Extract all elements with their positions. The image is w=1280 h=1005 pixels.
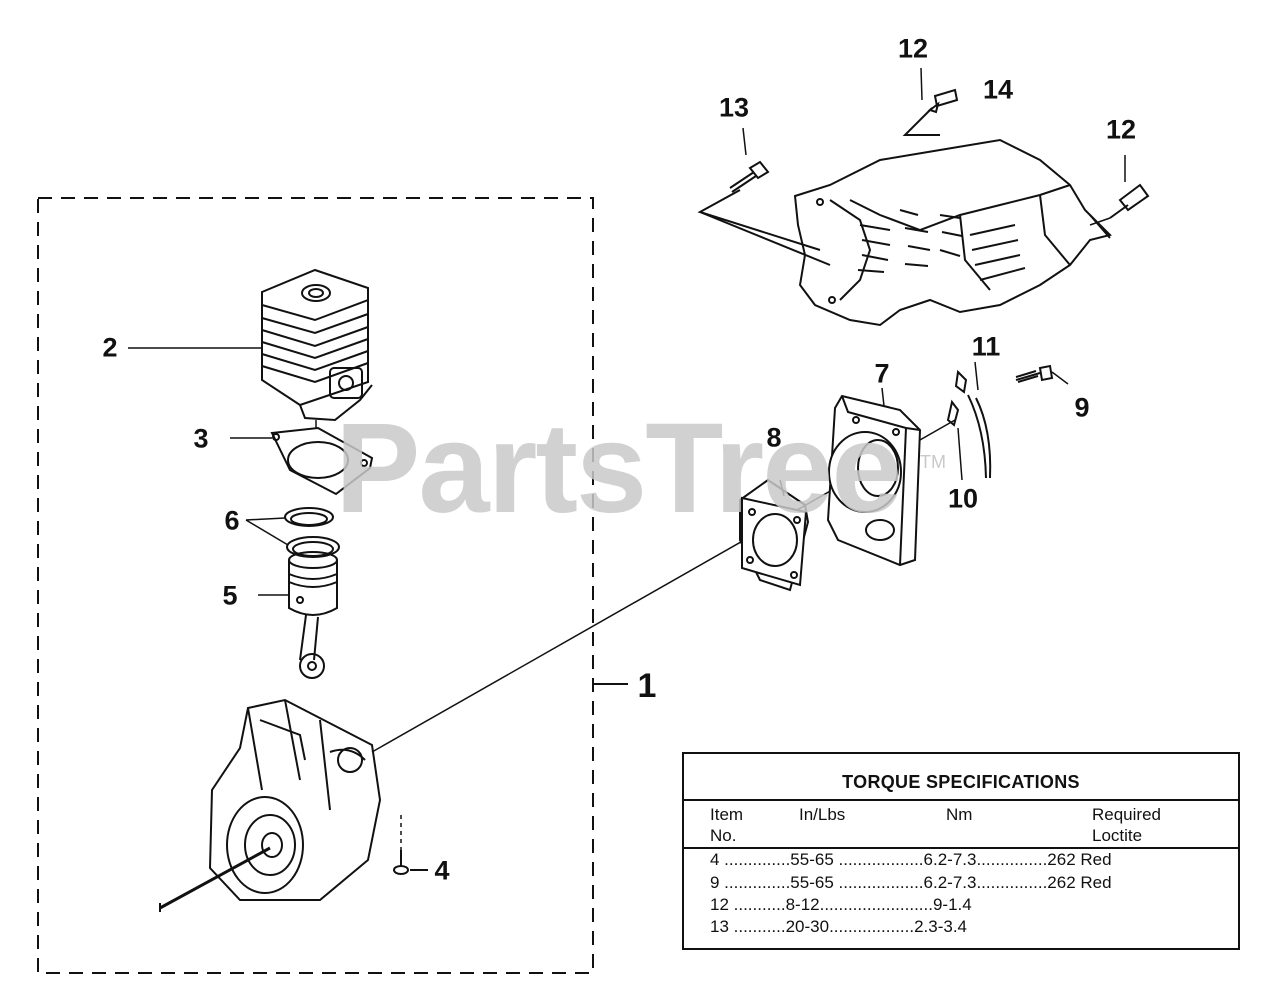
callout-8: 8 bbox=[766, 422, 782, 453]
header-item-no: Item No. bbox=[710, 805, 744, 845]
gasket-part-3 bbox=[270, 426, 374, 496]
callout-1: 1 bbox=[637, 667, 657, 705]
callout-10: 10 bbox=[947, 483, 979, 514]
torque-table-rule bbox=[684, 799, 1238, 801]
screw-part-4 bbox=[393, 815, 428, 875]
leader-6a bbox=[245, 517, 286, 521]
callout-12-top: 12 bbox=[897, 33, 929, 64]
screw-part-9 bbox=[1015, 364, 1069, 385]
callout-4: 4 bbox=[434, 855, 450, 886]
callout-5: 5 bbox=[222, 580, 238, 611]
piston-rings-part-6 bbox=[284, 507, 340, 558]
muffler-part-7 bbox=[826, 387, 922, 567]
callout-2: 2 bbox=[102, 332, 118, 363]
callout-3: 3 bbox=[193, 423, 209, 454]
torque-row: 13 ...........20-30..................2.3… bbox=[710, 917, 968, 936]
header-nm: Nm bbox=[946, 805, 973, 824]
callout-7: 7 bbox=[874, 358, 890, 389]
spark-arrestor-part-10-11 bbox=[946, 361, 992, 481]
callout-13: 13 bbox=[718, 92, 750, 123]
torque-specifications-table: TORQUE SPECIFICATIONS Item No. In/Lbs Nm… bbox=[682, 752, 1240, 950]
screw-part-13 bbox=[697, 127, 831, 266]
torque-row: 9 ..............55-65 ..................… bbox=[710, 873, 1112, 892]
torque-table-rule-2 bbox=[684, 847, 1238, 849]
header-required-loctite: Required Loctite bbox=[1092, 805, 1161, 845]
assembly-1-dashed-box bbox=[37, 197, 594, 974]
callout-6: 6 bbox=[224, 505, 240, 536]
crankcase bbox=[159, 698, 382, 912]
piston-part-5 bbox=[288, 551, 338, 679]
cylinder-shroud-part-14 bbox=[793, 138, 1112, 327]
torque-row: 12 ...........8-12......................… bbox=[710, 895, 972, 914]
watermark-text: PartsTree bbox=[335, 397, 902, 540]
cylinder-part-2 bbox=[261, 268, 373, 422]
callout-11: 11 bbox=[971, 331, 1001, 362]
callout-14: 14 bbox=[982, 74, 1014, 105]
leader-6b bbox=[245, 519, 289, 546]
watermark-trademark: TM bbox=[920, 452, 946, 472]
torque-row: 4 ..............55-65 ..................… bbox=[710, 850, 1112, 869]
callout-12-right: 12 bbox=[1105, 114, 1137, 145]
screw-part-12-top bbox=[902, 67, 959, 136]
callout-9: 9 bbox=[1074, 392, 1090, 423]
muffler-gasket-part-8 bbox=[739, 478, 810, 592]
screw-part-12-right bbox=[1089, 155, 1150, 226]
torque-table-title: TORQUE SPECIFICATIONS bbox=[842, 772, 1080, 792]
header-in-lbs: In/Lbs bbox=[799, 805, 846, 824]
